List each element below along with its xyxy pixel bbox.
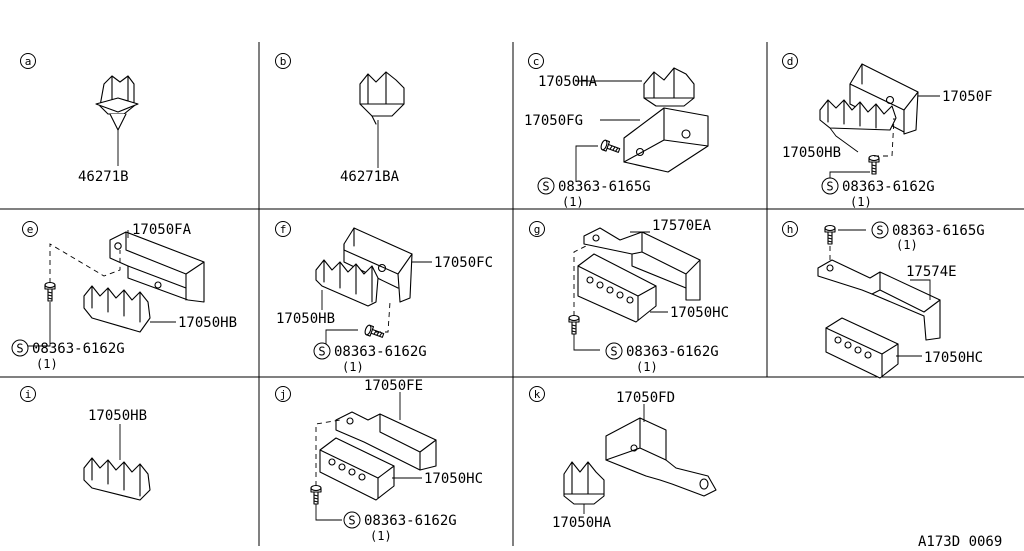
bracket-17050fa-drawing (109, 231, 205, 303)
clip-17050hb-drawing-d (819, 99, 897, 131)
screw-08363-6162g-d: 08363-6162G (842, 179, 935, 195)
qty-h: (1) (896, 238, 918, 252)
label-17050fa: 17050FA (132, 222, 192, 238)
qty-g: (1) (636, 360, 658, 374)
bracket-17574e-drawing (817, 259, 941, 341)
bracket-17570ea-drawing (583, 227, 701, 301)
label-17050hc-g: 17050HC (670, 305, 729, 321)
label-17574e: 17574E (906, 264, 957, 280)
svg-text:e: e (27, 223, 34, 236)
grid (0, 42, 1024, 546)
cell-a: a 46271B (20, 53, 139, 185)
cell-e: e 17050FA 17050HB 08363-6162G (1) (11, 221, 237, 371)
cell-k: k 17050FD 17050HA (529, 386, 717, 531)
qty-e: (1) (36, 357, 58, 371)
cell-g: g 17570EA 17050HC 08363-6162G (1) (529, 218, 729, 374)
cell-d: d 17050F 17050HB 08363-6162G (1) (782, 53, 993, 209)
cell-h-marker: h (782, 221, 798, 237)
clip-17050hb-drawing-f (315, 259, 379, 307)
screw-08363-6165g: 08363-6165G (558, 179, 651, 195)
qty-c: (1) (562, 195, 584, 209)
grommet-17050hc-drawing-g (577, 253, 657, 323)
clip-17050ha-drawing (643, 67, 695, 107)
label-17050hc-h: 17050HC (924, 350, 983, 366)
clip-46271ba-drawing (359, 71, 405, 125)
screw-08363-6165g-h: 08363-6165G (892, 223, 985, 239)
cell-e-marker: e (22, 221, 38, 237)
screw-08363-6162g-j: 08363-6162G (364, 513, 457, 529)
screw-08363-6162g-g: 08363-6162G (626, 344, 719, 360)
cell-d-marker: d (782, 53, 798, 69)
cell-g-marker: g (529, 221, 545, 237)
clip-46271b-drawing (95, 75, 139, 131)
svg-text:h: h (787, 223, 794, 236)
label-17050fg: 17050FG (524, 113, 583, 129)
bracket-17050fe-drawing (335, 411, 437, 471)
diagram-code: A173D 0069 (918, 534, 1002, 550)
svg-text:g: g (534, 223, 541, 236)
label-17050fd: 17050FD (616, 390, 675, 406)
cell-k-marker: k (529, 386, 545, 402)
cell-c: c 17050HA 17050FG 08363-6165G (1) (524, 53, 709, 209)
label-17050hb-e: 17050HB (178, 315, 237, 331)
label-17050ha-k: 17050HA (552, 515, 612, 531)
cell-j-marker: j (275, 386, 291, 402)
svg-text:f: f (280, 223, 287, 236)
screw-08363-6162g-f: 08363-6162G (334, 344, 427, 360)
svg-text:b: b (280, 55, 287, 68)
qty-f: (1) (342, 360, 364, 374)
svg-text:i: i (25, 388, 32, 401)
grommet-17050hc-drawing-j (319, 437, 395, 501)
label-17050fe: 17050FE (364, 378, 423, 394)
cell-b-marker: b (275, 53, 291, 69)
qty-j: (1) (370, 529, 392, 543)
bracket-17050fd-drawing (605, 417, 717, 497)
svg-text:d: d (787, 55, 794, 68)
bracket-17050fg-drawing (623, 107, 709, 173)
label-17050ha: 17050HA (538, 74, 598, 90)
cell-b: b 46271BA (275, 53, 405, 185)
clip-17050hb-drawing-i (83, 457, 151, 501)
clip-17050ha-drawing-k (563, 461, 605, 505)
label-17050hb-d: 17050HB (782, 145, 841, 161)
svg-text:a: a (25, 55, 32, 68)
cell-h: h 08363-6165G (1) 17574E 17050HC (782, 221, 985, 379)
label-17570ea: 17570EA (652, 218, 712, 234)
svg-text:c: c (533, 55, 540, 68)
label-46271ba: 46271BA (340, 169, 400, 185)
cell-j: j 17050FE 17050HC 08363-6162G (1) (275, 378, 483, 543)
qty-d: (1) (850, 195, 872, 209)
svg-text:k: k (534, 388, 541, 401)
label-17050hb-f: 17050HB (276, 311, 335, 327)
cell-c-marker: c (528, 53, 544, 69)
label-17050hb-i: 17050HB (88, 408, 147, 424)
svg-text:j: j (280, 388, 287, 401)
cell-f-marker: f (275, 221, 291, 237)
clip-17050hb-drawing-e (83, 285, 151, 333)
cell-i-marker: i (20, 386, 36, 402)
label-17050hc-j: 17050HC (424, 471, 483, 487)
bracket-17050fc-drawing (343, 227, 413, 303)
label-46271b: 46271B (78, 169, 129, 185)
grommet-17050hc-drawing-h (825, 317, 899, 379)
label-17050f: 17050F (942, 89, 993, 105)
screw-08363-6162g-e: 08363-6162G (32, 341, 125, 357)
cell-i: i 17050HB (20, 386, 151, 501)
cell-f: f 17050FC 17050HB 08363-6162G (1) (275, 221, 493, 374)
label-17050fc: 17050FC (434, 255, 493, 271)
cell-a-marker: a (20, 53, 36, 69)
